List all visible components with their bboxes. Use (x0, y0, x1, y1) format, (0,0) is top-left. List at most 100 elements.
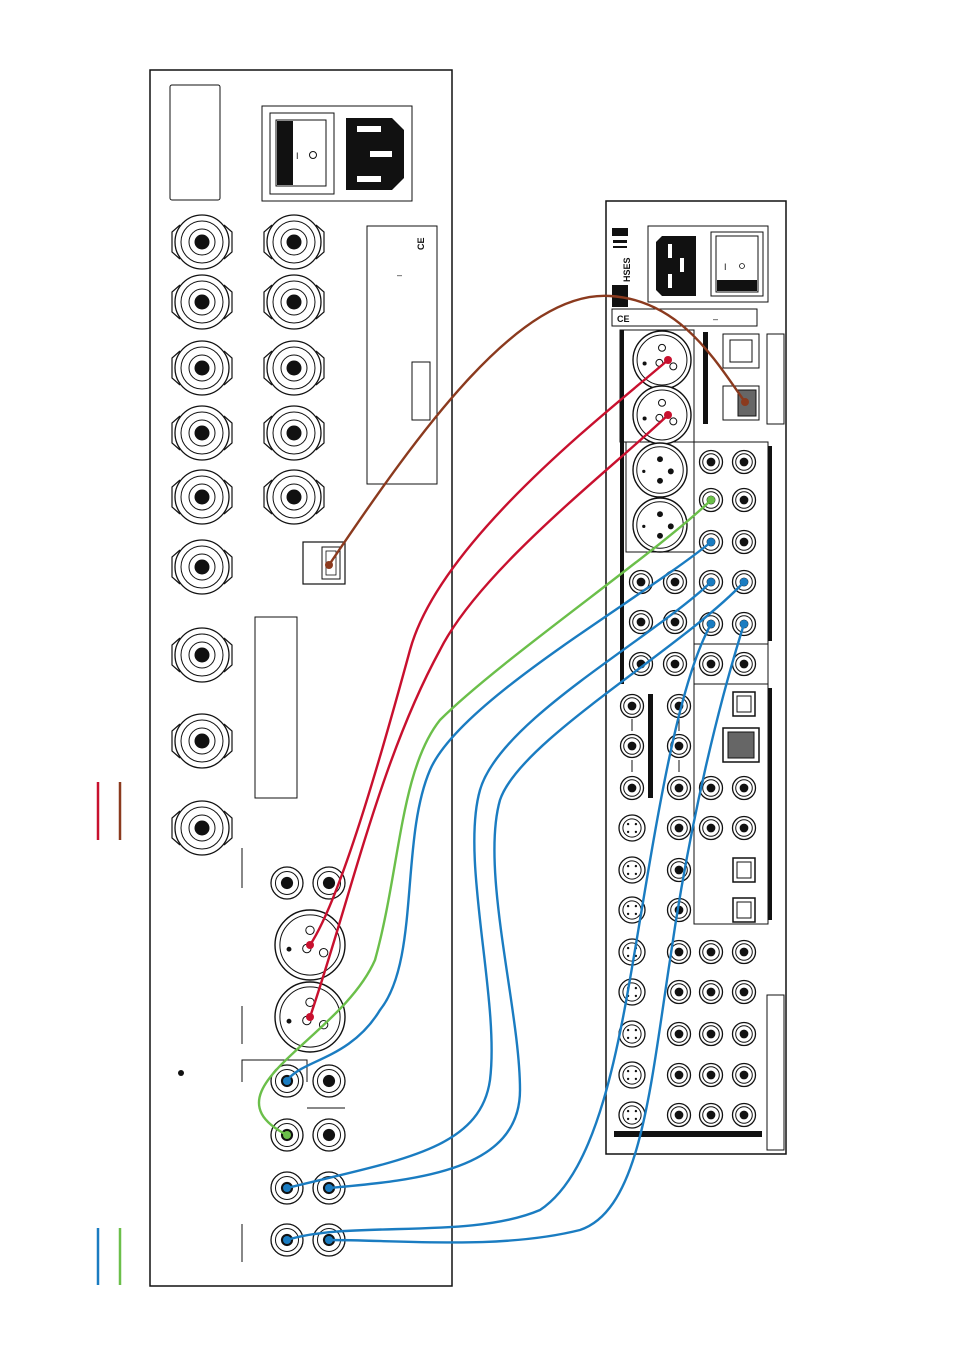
left-binding-post-c3[interactable] (172, 714, 232, 768)
right-rca-jack-37[interactable] (733, 981, 756, 1004)
left-ce-mark: CE (416, 237, 426, 250)
right-rca-jack-41[interactable] (668, 1064, 691, 1087)
right-rca-jack-36[interactable] (700, 981, 723, 1004)
cable-blue-rca-3-endpoint (740, 578, 748, 586)
left-binding-post-a4[interactable] (172, 406, 232, 460)
right-rca-jack-11[interactable] (630, 571, 653, 594)
cable-green-rca-endpoint (283, 1131, 291, 1139)
right-rca-jack-1[interactable] (700, 451, 723, 474)
brand-mark-text: HSES (622, 257, 632, 282)
right-rca-jack-26[interactable] (733, 777, 756, 800)
left-usb-port[interactable] (303, 542, 345, 584)
left-rca-jack-6[interactable] (313, 1119, 345, 1151)
right-xlr-out-1[interactable] (633, 443, 687, 497)
right-rca-jack-23[interactable] (621, 777, 644, 800)
right-iec-inlet-icon[interactable] (656, 236, 696, 296)
left-rca-jack-2[interactable] (313, 867, 345, 899)
right-rca-jack-2[interactable] (733, 451, 756, 474)
cable-green-rca-endpoint (707, 496, 715, 504)
cable-red-xlr-1-endpoint (306, 941, 314, 949)
left-binding-post-b5[interactable] (264, 470, 324, 524)
right-optical-port-1[interactable] (733, 692, 755, 716)
right-network-port-1[interactable] (723, 334, 759, 368)
legend-top (98, 782, 120, 840)
right-rocker-switch-icon[interactable] (717, 280, 757, 291)
cable-red-xlr-2-endpoint (306, 1013, 314, 1021)
right-rca-jack-17[interactable] (700, 653, 723, 676)
cable-blue-rca-1-endpoint (707, 538, 715, 546)
left-voltage-dash: – (397, 270, 402, 280)
cable-blue-rca-1-endpoint (283, 1077, 291, 1085)
right-rca-jack-39[interactable] (700, 1023, 723, 1046)
left-binding-post-b2[interactable] (264, 275, 324, 329)
left-binding-post-c4[interactable] (172, 801, 232, 855)
right-rca-jack-42[interactable] (700, 1064, 723, 1087)
cable-red-xlr-1 (306, 356, 672, 949)
legend-bottom (98, 1228, 120, 1285)
left-binding-post-a3[interactable] (172, 341, 232, 395)
right-usb-port[interactable] (723, 386, 759, 420)
right-rca-jack-14[interactable] (664, 611, 687, 634)
right-rca-jack-6[interactable] (733, 531, 756, 554)
power-switch-off-mark (310, 152, 317, 159)
right-din-jack-5[interactable] (619, 979, 645, 1005)
left-power-module: I (262, 106, 412, 201)
right-rca-jack-34[interactable] (733, 941, 756, 964)
right-power-module: I (648, 226, 768, 302)
right-rca-jack-44[interactable] (668, 1104, 691, 1127)
right-network-port-2[interactable] (723, 728, 759, 762)
left-rating-label: CE – (367, 226, 437, 484)
left-binding-post-b1[interactable] (264, 215, 324, 269)
left-binding-post-a2[interactable] (172, 275, 232, 329)
right-optical-port-2[interactable] (733, 858, 755, 882)
cable-blue-rca-5-endpoint (740, 620, 748, 628)
right-din-jack-2[interactable] (619, 857, 645, 883)
right-rca-jack-16[interactable] (664, 653, 687, 676)
left-binding-post-b4[interactable] (264, 406, 324, 460)
left-xlr-jacks (275, 910, 345, 1052)
left-binding-post-a5[interactable] (172, 470, 232, 524)
right-xlr-jack-2[interactable] (633, 386, 691, 444)
right-rca-jack-21[interactable] (621, 735, 644, 758)
left-binding-post-c2[interactable] (172, 628, 232, 682)
left-rca-jack-1[interactable] (271, 867, 303, 899)
right-rca-jack-46[interactable] (733, 1104, 756, 1127)
right-rca-jack-24[interactable] (668, 777, 691, 800)
right-voltage-dash: – (713, 314, 718, 324)
right-rca-jack-43[interactable] (733, 1064, 756, 1087)
cable-brown-usb-endpoint (741, 398, 749, 406)
left-binding-post-a1[interactable] (172, 215, 232, 269)
cable-red-xlr-2 (306, 411, 672, 1021)
rocker-switch-icon[interactable] (277, 121, 293, 185)
right-rca-jack-29[interactable] (668, 817, 691, 840)
left-binding-post-c1[interactable] (172, 540, 232, 594)
cable-blue-rca-4-endpoint (283, 1236, 291, 1244)
cable-blue-rca-4-endpoint (707, 620, 715, 628)
right-rca-jack-19[interactable] (621, 695, 644, 718)
right-rca-jack-27[interactable] (700, 817, 723, 840)
right-din-jack-8[interactable] (619, 1102, 645, 1128)
power-switch-on-label: I (296, 151, 299, 161)
right-power-on-label: I (724, 262, 727, 272)
cable-blue-rca-2-endpoint (707, 578, 715, 586)
right-din-jack-1[interactable] (619, 815, 645, 841)
right-optical-port-3[interactable] (733, 898, 755, 922)
right-din-jack-7[interactable] (619, 1062, 645, 1088)
cable-blue-rca-3-endpoint (325, 1184, 333, 1192)
right-xlr-jack-1[interactable] (633, 331, 691, 389)
cable-brown-usb-endpoint (325, 561, 333, 569)
right-rca-jack-38[interactable] (668, 1023, 691, 1046)
left-binding-post-b3[interactable] (264, 341, 324, 395)
right-rca-jack-4[interactable] (733, 489, 756, 512)
right-rca-jack-45[interactable] (700, 1104, 723, 1127)
left-binding-posts (172, 215, 324, 855)
right-rca-jack-40[interactable] (733, 1023, 756, 1046)
right-rca-jack-28[interactable] (733, 817, 756, 840)
right-ce-mark: CE (617, 314, 630, 324)
right-rca-jack-33[interactable] (700, 941, 723, 964)
right-connectors (619, 331, 756, 1128)
right-rca-jack-35[interactable] (668, 981, 691, 1004)
right-rca-jack-18[interactable] (733, 653, 756, 676)
left-rca-jack-4[interactable] (313, 1065, 345, 1097)
right-din-jack-6[interactable] (619, 1021, 645, 1047)
